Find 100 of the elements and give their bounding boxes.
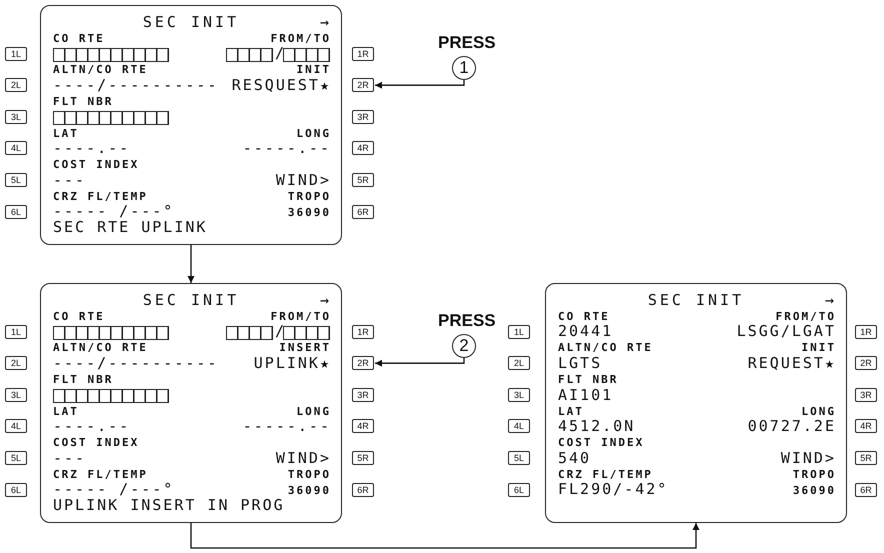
line-select-key: 1R xyxy=(352,324,374,339)
display-screen xyxy=(545,283,847,523)
field-label: CRZ FL/TEMP xyxy=(53,190,148,202)
line-select-key: 6L xyxy=(5,482,27,497)
line-select-key: 3L xyxy=(508,388,530,402)
field-value: ----/---------- xyxy=(53,356,218,371)
page-arrow: → xyxy=(320,14,331,30)
line-select-key: 3R xyxy=(352,388,374,402)
field-label: ALTN/CO RTE xyxy=(53,64,148,76)
line-select-key: 5R xyxy=(352,451,374,465)
field-label: COST INDEX xyxy=(558,437,644,448)
field-value: WIND> xyxy=(276,450,331,466)
field-value: --- xyxy=(53,172,86,188)
line-select-key: 2L xyxy=(508,356,530,370)
field-value: WIND> xyxy=(276,172,331,188)
field-label: FROM/TO xyxy=(776,310,836,322)
step-circle: 1 xyxy=(452,56,476,80)
field-value: LSGG/LGAT xyxy=(736,324,836,340)
field-label: LONG xyxy=(296,406,331,417)
field-label: LAT xyxy=(53,406,79,417)
field-value: 36090 xyxy=(288,206,331,218)
instruction-text: PRESS xyxy=(438,312,496,329)
field-label: TROPO xyxy=(792,468,836,480)
field-value: FL290/-42° xyxy=(558,482,668,498)
page-arrow: → xyxy=(824,292,836,308)
field-label: CRZ FL/TEMP xyxy=(558,468,653,480)
field-label: FLT NBR xyxy=(558,374,618,385)
field-value: -----.-- xyxy=(242,419,331,434)
field-value: ----- /---° xyxy=(53,482,174,498)
field-label: LONG xyxy=(296,128,331,139)
field-label: CO RTE xyxy=(558,310,610,322)
field-value: ----- /---° xyxy=(53,204,174,220)
arrow xyxy=(188,245,194,283)
line-select-key: 1R xyxy=(855,324,877,339)
screen-title: SEC INIT xyxy=(142,14,240,30)
field-value: 36090 xyxy=(792,484,836,496)
field-label: CO RTE xyxy=(53,310,105,322)
field-label: LAT xyxy=(53,128,79,139)
field-value: / xyxy=(275,46,286,62)
line-select-key: 4R xyxy=(855,419,877,434)
screen-title: SEC INIT xyxy=(648,292,744,308)
line-select-key: 4R xyxy=(352,141,374,156)
step-circle: 2 xyxy=(452,334,476,358)
line-select-key: 4L xyxy=(5,141,27,156)
screen-title: SEC INIT xyxy=(142,292,240,308)
line-select-key: 1R xyxy=(352,46,374,61)
field-label: LAT xyxy=(558,406,584,417)
field-value: RESQUEST★ xyxy=(232,78,331,93)
field-value: LGTS xyxy=(558,356,602,371)
field-value: 540 xyxy=(558,450,592,466)
field-label: INIT xyxy=(802,342,836,354)
line-select-key: 1L xyxy=(508,324,530,339)
field-value: REQUEST★ xyxy=(748,356,836,371)
line-select-key: 1L xyxy=(5,46,27,61)
display-screen xyxy=(40,283,342,523)
arrow xyxy=(190,523,700,549)
line-select-key: 4L xyxy=(508,419,530,434)
field-label: FROM/TO xyxy=(270,32,331,44)
line-select-key: 5L xyxy=(508,451,530,465)
scratchpad-message: SEC RTE UPLINK xyxy=(53,220,208,236)
arrow xyxy=(375,80,465,89)
line-select-key: 6R xyxy=(352,482,374,497)
line-select-key: 2L xyxy=(5,356,27,370)
field-value: WIND> xyxy=(780,450,836,466)
arrow xyxy=(375,358,465,367)
field-label: FROM/TO xyxy=(270,310,331,322)
line-select-key: 3R xyxy=(352,110,374,124)
line-select-key: 6R xyxy=(855,482,877,497)
field-label: INIT xyxy=(296,64,331,76)
field-value: --- xyxy=(53,450,86,466)
field-label: COST INDEX xyxy=(53,159,140,170)
field-label: ALTN/CO RTE xyxy=(558,342,653,354)
line-select-key: 2L xyxy=(5,78,27,92)
scratchpad-message: UPLINK INSERT IN PROG xyxy=(53,498,285,514)
line-select-key: 2R xyxy=(352,356,374,370)
field-label: FLT NBR xyxy=(53,374,114,385)
line-select-key: 4L xyxy=(5,419,27,434)
field-value: -----.-- xyxy=(242,141,331,156)
line-select-key: 5R xyxy=(855,451,877,465)
field-value: 4512.0N xyxy=(558,419,636,434)
field-value: 20441 xyxy=(558,324,614,340)
field-value: ----/---------- xyxy=(53,78,218,93)
line-select-key: 6L xyxy=(5,204,27,219)
line-select-key: 3L xyxy=(5,110,27,124)
field-value: ----.-- xyxy=(53,419,130,434)
field-label: TROPO xyxy=(288,190,331,202)
field-value: 00727.2E xyxy=(748,419,836,434)
field-label: LONG xyxy=(802,406,836,417)
line-select-key: 6R xyxy=(352,204,374,219)
field-value: ----.-- xyxy=(53,141,130,156)
instruction-text: PRESS xyxy=(438,34,496,51)
field-label: FLT NBR xyxy=(53,96,114,107)
line-select-key: 4R xyxy=(352,419,374,434)
line-select-key: 2R xyxy=(855,356,877,370)
field-label: INSERT xyxy=(279,342,331,354)
display-screen xyxy=(40,5,342,245)
field-value: AI101 xyxy=(558,388,614,403)
page-arrow: → xyxy=(320,292,331,308)
field-label: TROPO xyxy=(288,468,331,480)
line-select-key: 5L xyxy=(5,451,27,465)
